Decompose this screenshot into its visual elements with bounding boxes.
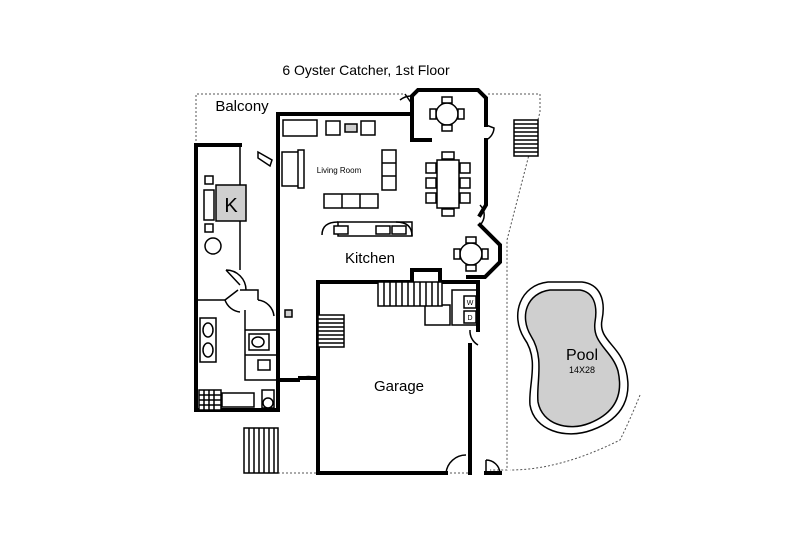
kitchen-label: Kitchen: [345, 250, 395, 267]
pool: Pool 14X28: [509, 281, 641, 471]
stairs: [243, 119, 539, 474]
round-table-tower: [429, 96, 465, 132]
pool-size: 14X28: [569, 365, 595, 375]
dining-table: [425, 151, 471, 217]
bedroom-furniture: [203, 175, 247, 255]
garage-label: Garage: [374, 378, 424, 395]
doors: [224, 93, 501, 474]
dryer-label: D: [467, 315, 472, 322]
round-table-kitchen: [453, 236, 489, 272]
washer-label: W: [467, 300, 474, 307]
plan-title: 6 Oyster Catcher, 1st Floor: [282, 62, 450, 78]
living-room-furniture: [257, 149, 413, 237]
balcony-outline: [195, 93, 541, 474]
living-room-label: Living Room: [317, 166, 362, 175]
pool-label: Pool: [566, 347, 598, 364]
laundry: W D: [463, 295, 477, 324]
exterior-walls: [194, 88, 502, 475]
bathroom-fixtures: [198, 309, 293, 411]
bedroom-k-label: K: [224, 195, 238, 217]
balcony-label: Balcony: [215, 98, 269, 115]
balcony-furniture: [282, 119, 376, 137]
